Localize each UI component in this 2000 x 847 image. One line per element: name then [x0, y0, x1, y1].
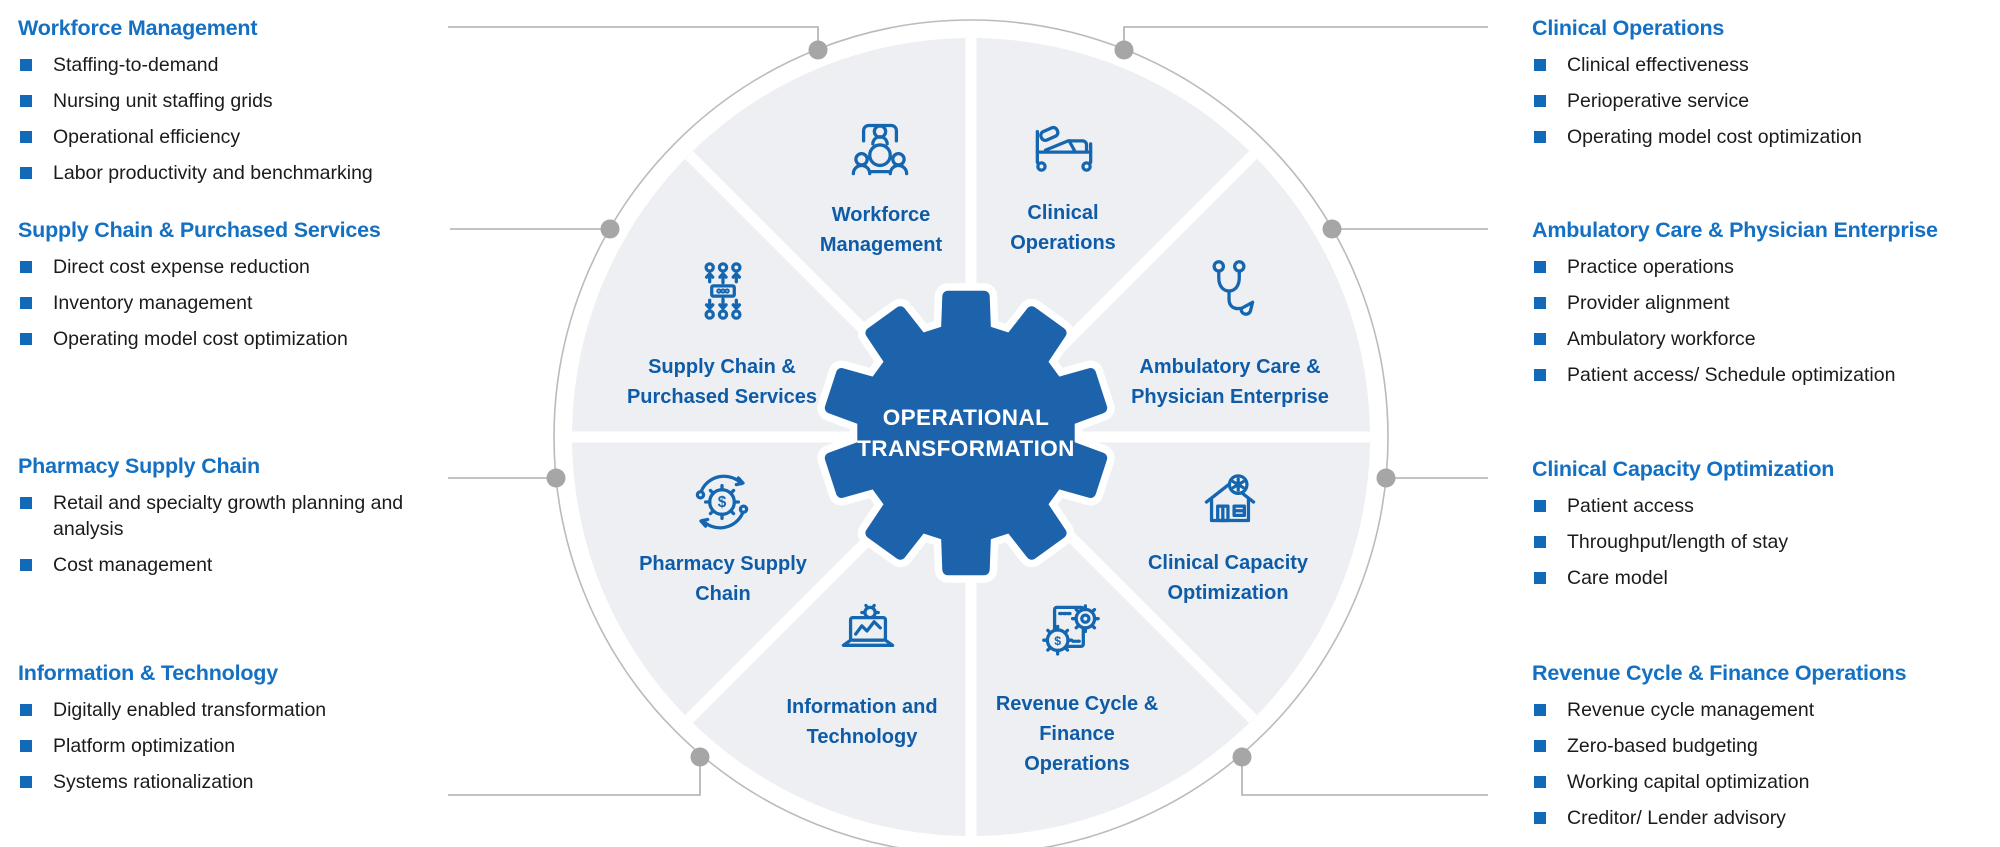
bullet-square-icon [1534, 297, 1546, 309]
section-heading: Supply Chain & Purchased Services [18, 218, 381, 242]
bullet-square-icon [1534, 261, 1546, 273]
bullet-square-icon [20, 167, 32, 179]
svg-text:$: $ [1054, 634, 1061, 648]
dollar-cycle-icon: $ [681, 460, 763, 542]
bullet-square-icon [1534, 500, 1546, 512]
bullet-item: Working capital optimization [1532, 769, 1994, 795]
bullet-item: Throughput/length of stay [1532, 529, 1994, 555]
laptop-analytics-icon [827, 591, 909, 673]
bullet-square-icon [1534, 704, 1546, 716]
bullet-item: Zero-based budgeting [1532, 733, 1994, 759]
bullet-square-icon [20, 59, 32, 71]
bullet-square-icon [20, 131, 32, 143]
bullet-item: Cost management [18, 552, 473, 578]
section-pharmacy-supply-chain: Pharmacy Supply Chain Retail and special… [18, 452, 473, 588]
bullet-square-icon [1534, 369, 1546, 381]
bullet-square-icon [20, 497, 32, 509]
section-heading: Clinical Capacity Optimization [1532, 457, 1835, 481]
bullet-item: Patient access/ Schedule optimization [1532, 362, 1994, 388]
bullet-item: Platform optimization [18, 733, 473, 759]
bullet-square-icon [20, 95, 32, 107]
bullet-item: Operating model cost optimization [18, 326, 473, 352]
bullet-item: Operating model cost optimization [1532, 124, 1994, 150]
wheel-ring [553, 19, 1389, 847]
bullet-square-icon [1534, 333, 1546, 345]
section-ambulatory-care: Ambulatory Care & Physician Enterprise P… [1532, 216, 1994, 398]
bullet-item: Nursing unit staffing grids [18, 88, 473, 114]
bullet-square-icon [20, 776, 32, 788]
bullet-square-icon [1534, 776, 1546, 788]
bullet-item: Inventory management [18, 290, 473, 316]
segment-label-information-technology: Information and Technology [786, 696, 938, 748]
segment-label-supply-chain: Supply Chain & Purchased Services [626, 356, 818, 408]
bullet-square-icon [20, 333, 32, 345]
stethoscope-icon [1187, 250, 1269, 332]
section-supply-chain: Supply Chain & Purchased Services Direct… [18, 216, 473, 362]
section-revenue-cycle: Revenue Cycle & Finance Operations Reven… [1532, 659, 1994, 841]
hospital-bed-icon [1023, 105, 1105, 187]
bullet-square-icon [20, 704, 32, 716]
section-information-technology: Information & Technology Digitally enabl… [18, 659, 473, 805]
section-clinical-capacity: Clinical Capacity Optimization Patient a… [1532, 455, 1994, 601]
segment-label-clinical-operations: Clinical Operations [1010, 202, 1116, 254]
bullet-item: Staffing-to-demand [18, 52, 473, 78]
segment-label-workforce-management: Workforce Management [819, 204, 943, 256]
bullet-square-icon [1534, 740, 1546, 752]
bullet-item: Care model [1532, 565, 1994, 591]
connector-dots [546, 40, 1396, 767]
section-clinical-operations: Clinical Operations Clinical effectivene… [1532, 14, 1994, 160]
bullet-item: Systems rationalization [18, 769, 473, 795]
people-group-icon [839, 106, 921, 188]
bullet-square-icon [20, 261, 32, 273]
bullet-square-icon [1534, 95, 1546, 107]
bullet-item: Ambulatory workforce [1532, 326, 1994, 352]
section-heading: Ambulatory Care & Physician Enterprise [1532, 218, 1938, 242]
segment-label-pharmacy-supply-chain: Pharmacy Supply Chain [639, 553, 807, 605]
bullet-item: Creditor/ Lender advisory [1532, 805, 1994, 831]
gear-icon [817, 283, 1115, 583]
bullet-square-icon [1534, 536, 1546, 548]
bullet-item: Operational efficiency [18, 124, 473, 150]
bullet-item: Labor productivity and benchmarking [18, 160, 473, 186]
segment-label-ambulatory-care: Ambulatory Care & Physician Enterprise [1131, 356, 1329, 408]
section-workforce-management: Workforce Management Staffing-to-demand … [18, 14, 473, 196]
bullet-square-icon [1534, 59, 1546, 71]
bullet-square-icon [1534, 131, 1546, 143]
section-heading: Revenue Cycle & Finance Operations [1532, 661, 1907, 685]
finance-gears-icon: $ [1030, 591, 1112, 673]
bullet-item: Clinical effectiveness [1532, 52, 1994, 78]
bullet-square-icon [1534, 572, 1546, 584]
bullet-square-icon [20, 297, 32, 309]
bullet-item: Retail and specialty growth planning and… [18, 490, 473, 542]
bullet-item: Provider alignment [1532, 290, 1994, 316]
bullet-item: Digitally enabled transformation [18, 697, 473, 723]
bullet-square-icon [20, 559, 32, 571]
segment-label-revenue-cycle: Revenue Cycle & Finance Operations [995, 693, 1159, 775]
bullet-item: Revenue cycle management [1532, 697, 1994, 723]
bullet-item: Direct cost expense reduction [18, 254, 473, 280]
bullet-square-icon [1534, 812, 1546, 824]
hospital-building-icon [1189, 459, 1271, 541]
distribution-network-icon [682, 250, 764, 332]
bullet-square-icon [20, 740, 32, 752]
svg-text:$: $ [718, 494, 727, 511]
section-heading: Clinical Operations [1532, 16, 1725, 40]
center-title: OPERATIONAL TRANSFORMATION [857, 405, 1075, 461]
bullet-item: Patient access [1532, 493, 1994, 519]
section-heading: Workforce Management [18, 16, 258, 40]
section-heading: Information & Technology [18, 661, 278, 685]
section-heading: Pharmacy Supply Chain [18, 454, 260, 478]
bullet-item: Perioperative service [1532, 88, 1994, 114]
bullet-item: Practice operations [1532, 254, 1994, 280]
segment-label-clinical-capacity: Clinical Capacity Optimization [1147, 552, 1309, 604]
